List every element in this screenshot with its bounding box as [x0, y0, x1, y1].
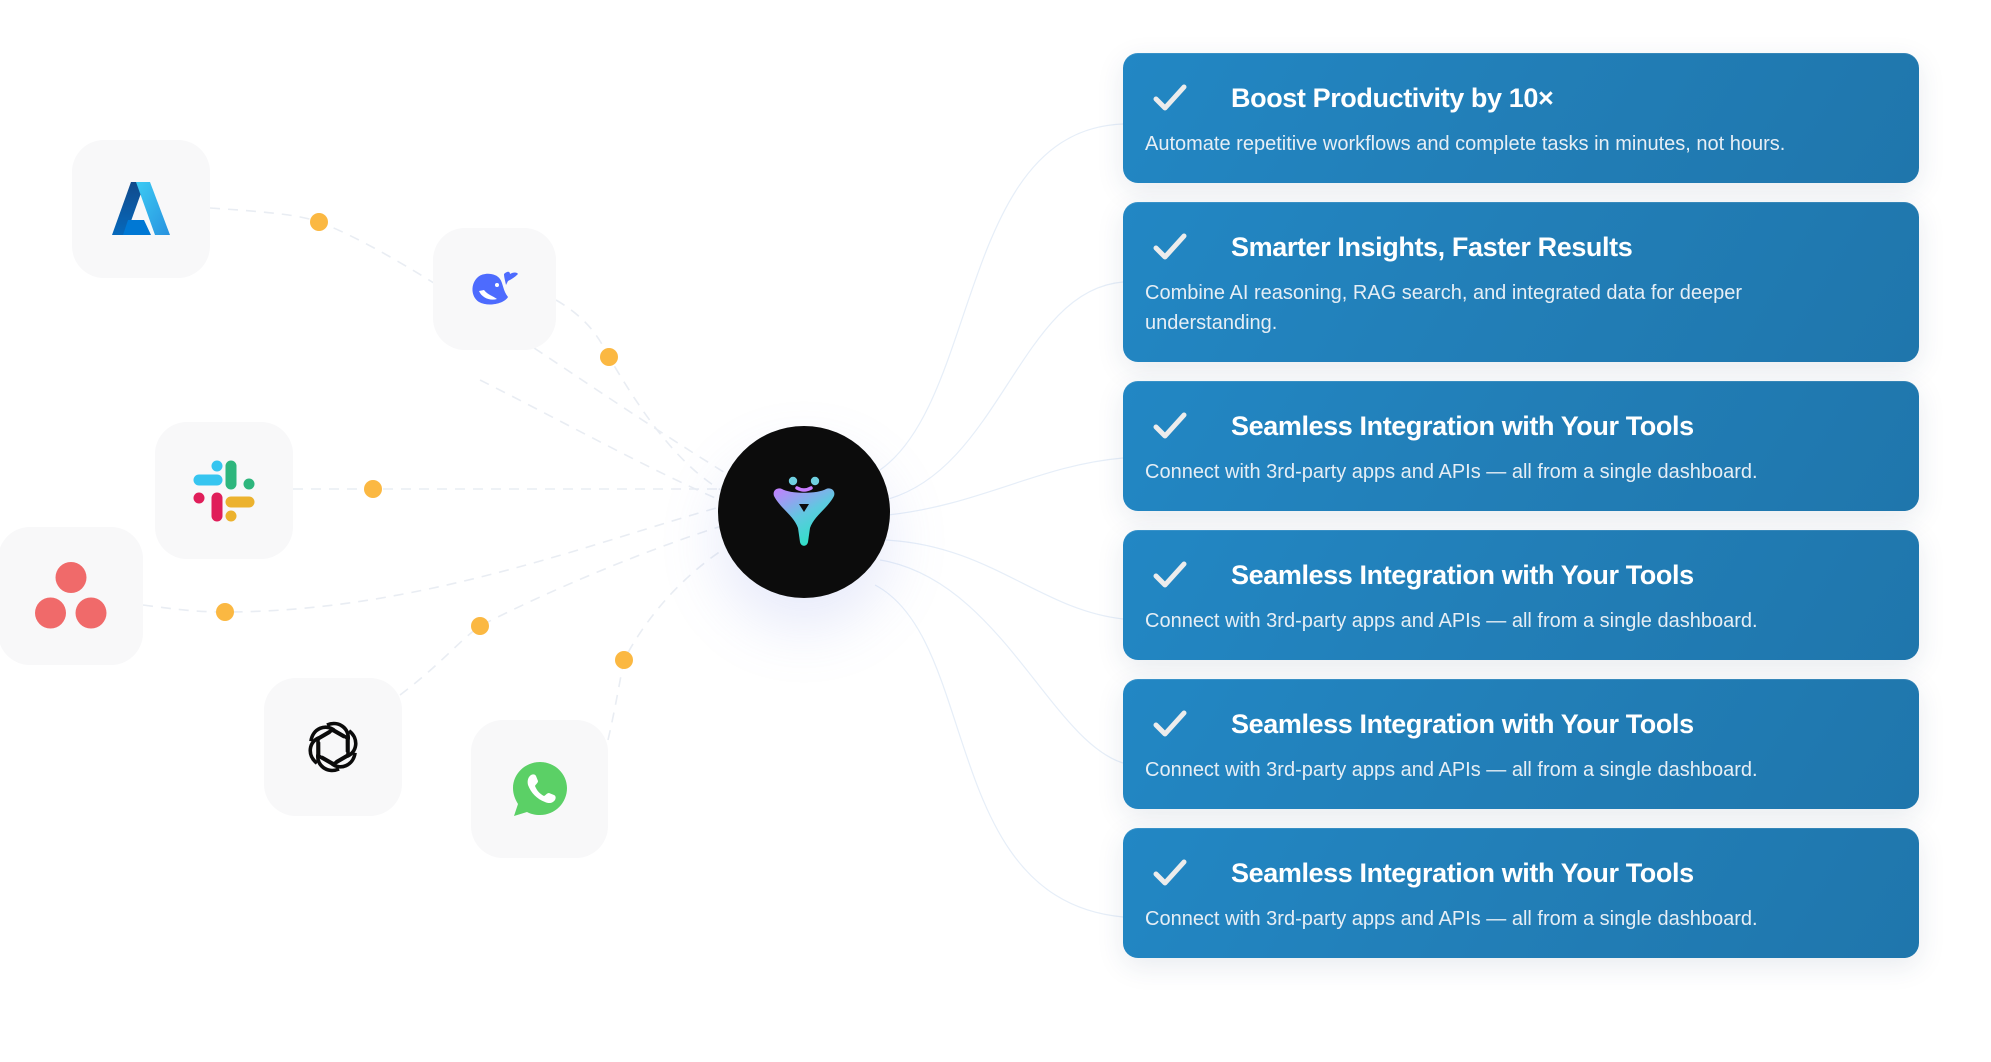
connector-dot: [471, 617, 489, 635]
curve-card-5: [879, 559, 1124, 764]
benefit-title: Seamless Integration with Your Tools: [1231, 410, 1694, 441]
check-icon: [1153, 859, 1187, 886]
benefit-card[interactable]: Seamless Integration with Your Tools Con…: [1123, 679, 1919, 809]
check-icon: [1153, 561, 1187, 588]
check-icon: [1153, 710, 1187, 737]
check-icon: [1153, 84, 1187, 111]
azure-icon: [112, 182, 170, 235]
asana-icon: [34, 562, 106, 629]
slack-icon: [193, 460, 255, 521]
benefit-description: Connect with 3rd-party apps and APIs — a…: [1145, 908, 1758, 930]
benefit-title: Seamless Integration with Your Tools: [1231, 708, 1694, 739]
curve-card-2: [884, 281, 1124, 501]
curve-card-6: [874, 584, 1124, 918]
benefit-title: Smarter Insights, Faster Results: [1231, 231, 1633, 262]
integration-tile-whatsapp[interactable]: [471, 720, 608, 858]
connector-deepseek-lower: [479, 379, 721, 501]
curve-card-1: [879, 123, 1124, 471]
integration-tile-deepseek[interactable]: [433, 228, 556, 350]
connector-whatsapp: [607, 544, 731, 741]
integration-tile-asana[interactable]: [0, 527, 143, 665]
check-icon: [1153, 233, 1187, 260]
benefit-card[interactable]: Seamless Integration with Your Tools Con…: [1123, 530, 1919, 660]
central-hub[interactable]: [718, 426, 890, 598]
benefit-description: Combine AI reasoning, RAG search, and in…: [1145, 282, 1743, 334]
benefit-description: Automate repetitive workflows and comple…: [1145, 133, 1786, 155]
benefit-title: Boost Productivity by 10×: [1231, 82, 1554, 113]
integration-tile-azure[interactable]: [72, 140, 210, 278]
smiling-y-logo-icon: [773, 476, 835, 546]
check-icon: [1153, 412, 1187, 439]
connector-dot: [615, 651, 633, 669]
benefit-description: Connect with 3rd-party apps and APIs — a…: [1145, 759, 1758, 781]
benefit-description: Connect with 3rd-party apps and APIs — a…: [1145, 461, 1758, 483]
connector-dot: [364, 480, 382, 498]
benefit-title: Seamless Integration with Your Tools: [1231, 559, 1694, 590]
curve-card-3: [887, 457, 1124, 516]
connector-dot: [216, 603, 234, 621]
benefits-list: Boost Productivity by 10× Automate repet…: [1123, 53, 1919, 977]
benefit-card[interactable]: Seamless Integration with Your Tools Con…: [1123, 828, 1919, 958]
integration-tile-openai[interactable]: [264, 678, 402, 816]
connector-dot: [600, 348, 618, 366]
benefit-description: Connect with 3rd-party apps and APIs — a…: [1145, 610, 1758, 632]
benefit-card[interactable]: Smarter Insights, Faster Results Combine…: [1123, 202, 1919, 362]
whatsapp-icon: [512, 762, 567, 816]
curve-card-4: [884, 539, 1124, 620]
connector-openai: [399, 524, 726, 696]
integration-tile-slack[interactable]: [155, 422, 293, 559]
openai-icon: [305, 720, 361, 774]
connector-deepseek: [555, 299, 731, 496]
benefit-card[interactable]: Boost Productivity by 10× Automate repet…: [1123, 53, 1919, 183]
deepseek-whale-icon: [471, 271, 518, 305]
benefit-title: Seamless Integration with Your Tools: [1231, 857, 1694, 888]
connector-dot: [310, 213, 328, 231]
benefit-card[interactable]: Seamless Integration with Your Tools Con…: [1123, 381, 1919, 511]
